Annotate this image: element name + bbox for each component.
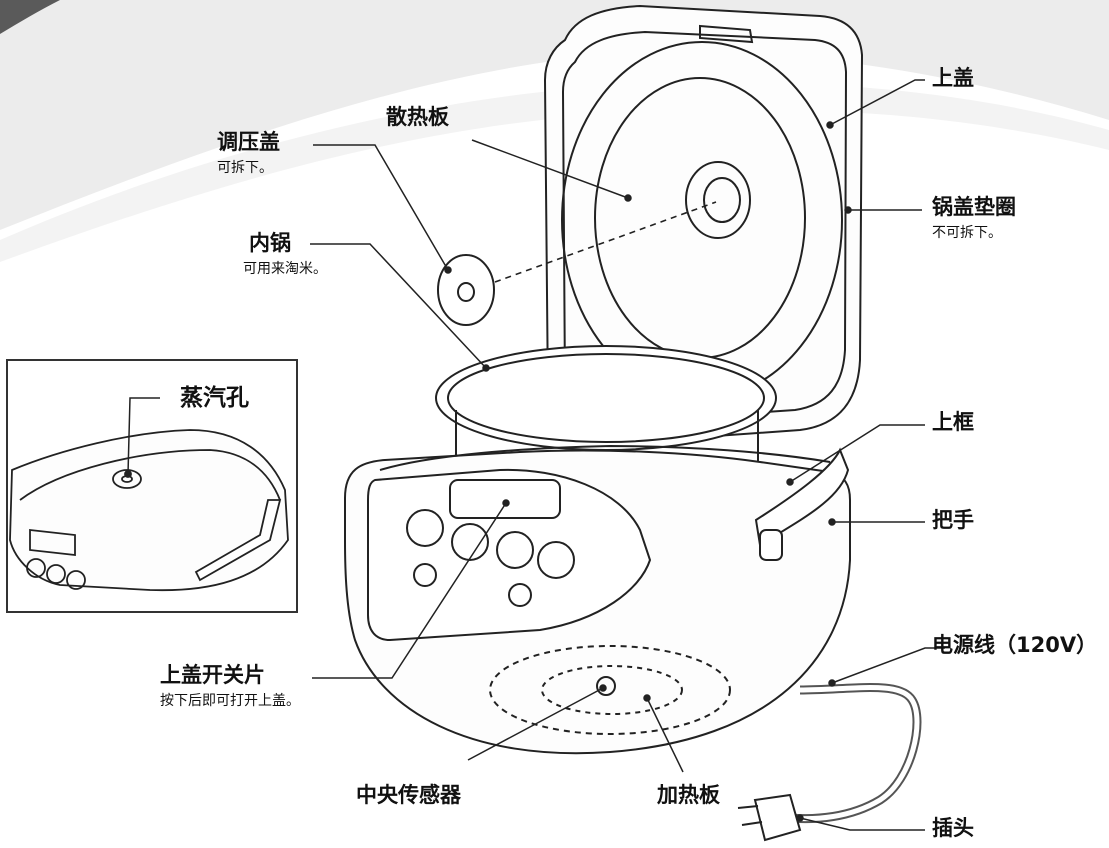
label-inner-pot-group: 内锅 可用来淘米。: [243, 231, 327, 277]
leader-plug: [799, 817, 925, 831]
label-inner-pot: 内锅: [249, 231, 291, 255]
leader-pressure-cap: [313, 144, 449, 271]
background-swirl-dark: [0, 0, 60, 34]
label-center-sensor: 中央传感器: [356, 783, 461, 807]
label-lid-gasket-note: 不可拆下。: [932, 225, 1002, 242]
pressure-cap: [437, 254, 495, 326]
upper-frame: [379, 444, 831, 471]
label-heat-plate: 散热板: [386, 105, 449, 129]
leader-center-sensor: [467, 687, 604, 761]
label-steam-vent: 蒸汽孔: [180, 385, 249, 411]
plug: [753, 793, 802, 842]
lid-release-tab: [449, 479, 561, 519]
leader-heat-plate: [471, 139, 629, 199]
lid-latch-ridge: [699, 24, 754, 44]
label-heating-plate: 加热板: [657, 783, 720, 807]
label-pressure-cap-note: 可拆下。: [217, 160, 273, 177]
lid-outline: [543, 4, 864, 447]
power-cord: [789, 683, 922, 824]
leader-lid-release: [312, 502, 507, 679]
leader-inner-pot: [310, 243, 487, 369]
center-sensor: [596, 676, 616, 696]
label-lid-gasket-group: 锅盖垫圈 不可拆下。: [932, 195, 1016, 241]
label-lid: 上盖: [932, 66, 974, 90]
label-pressure-cap-group: 调压盖 可拆下。: [217, 130, 280, 176]
steam-vent-inset: [6, 359, 298, 613]
heating-plate-outline: [489, 645, 731, 735]
label-pressure-cap: 调压盖: [217, 130, 280, 154]
label-lid-release: 上盖开关片: [160, 663, 265, 687]
inner-pot-rim: [435, 345, 777, 451]
leader-lid: [829, 79, 925, 126]
label-upper-frame: 上框: [932, 410, 974, 434]
pressure-valve-seat: [685, 161, 751, 239]
label-inner-pot-note: 可用来淘米。: [243, 261, 327, 278]
leader-heating-plate: [646, 697, 684, 773]
control-panel: [367, 468, 652, 642]
label-lid-release-note: 按下后即可打开上盖。: [160, 693, 300, 710]
label-plug: 插头: [932, 816, 974, 840]
leader-upper-frame: [789, 424, 925, 483]
label-power-cord: 电源线（120V）: [932, 633, 1098, 657]
label-lid-release-group: 上盖开关片 按下后即可打开上盖。: [160, 663, 300, 709]
handle: [754, 447, 850, 547]
lid-inner-rim: [561, 30, 848, 425]
label-lid-gasket: 锅盖垫圈: [932, 195, 1016, 219]
leader-power-cord: [831, 647, 945, 684]
label-handle: 把手: [932, 508, 974, 532]
